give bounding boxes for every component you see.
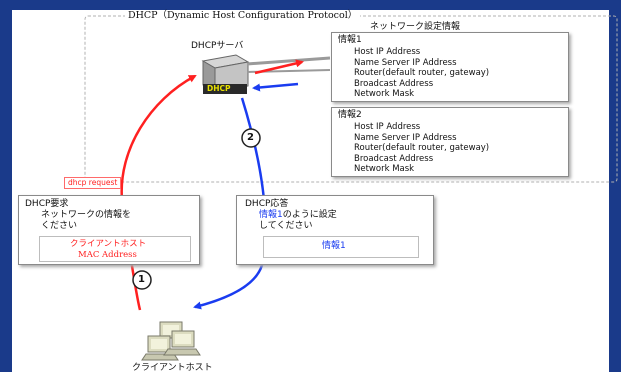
request-inner-box: クライアントホスト MAC Address (39, 236, 191, 262)
network-info-label: ネットワーク設定情報 (370, 22, 461, 32)
step-1-circle (132, 270, 152, 290)
server-info-link-top (246, 56, 331, 66)
response-body-line1: 情報1のように設定 (259, 211, 337, 220)
server-red-arrow (254, 59, 304, 75)
server-tag: DHCP (207, 84, 231, 93)
response-box: DHCP応答 情報1のように設定 してください 情報1 (236, 195, 434, 265)
response-body-line2: してください (259, 221, 313, 231)
request-body-line1: ネットワークの情報を (41, 210, 132, 220)
info2-line: Name Server IP Address (354, 132, 457, 143)
request-tag: dhcp request (64, 177, 122, 189)
dhcp-title: DHCP（Dynamic Host Configuration Protocol… (125, 11, 361, 21)
info1-line: Broadcast Address (354, 78, 434, 89)
info1-line: Router(default router, gateway) (354, 68, 490, 78)
response-title: DHCP応答 (245, 199, 289, 209)
request-arrow (120, 74, 197, 311)
response-body-line1-rest: のように設定 (282, 210, 337, 220)
request-inner-line2: MAC Address (78, 250, 137, 260)
info2-line: Network Mask (354, 164, 415, 174)
client-host-label: クライアントホスト (132, 363, 213, 373)
request-title: DHCP要求 (25, 199, 69, 209)
request-inner-line1: クライアントホスト (70, 239, 147, 249)
step-2-circle (241, 128, 261, 148)
info1-title: 情報1 (338, 35, 362, 45)
step-1-label: 1 (138, 274, 145, 285)
server-tag-bg (203, 84, 247, 94)
request-box: DHCP要求 ネットワークの情報を ください クライアントホスト MAC Add… (18, 195, 200, 265)
response-info-ref: 情報1 (259, 210, 283, 220)
info2-line: Router(default router, gateway) (354, 143, 490, 153)
info1-box: 情報1 Host IP Address Name Server IP Addre… (331, 32, 569, 102)
info2-box: 情報2 Host IP Address Name Server IP Addre… (331, 107, 569, 177)
info1-line: Network Mask (354, 89, 415, 99)
server-blue-arrow (252, 82, 299, 92)
response-inner-box: 情報1 (263, 236, 419, 258)
request-body-line2: ください (41, 221, 78, 231)
info1-list: Host IP Address Name Server IP Address R… (354, 47, 489, 100)
client-hosts-icon (141, 321, 201, 361)
info2-line: Broadcast Address (354, 153, 434, 164)
response-inner-label: 情報1 (322, 241, 346, 251)
info1-line: Name Server IP Address (354, 57, 457, 68)
info2-line: Host IP Address (354, 122, 421, 132)
server-label: DHCPサーバ (191, 41, 244, 51)
step-2-label: 2 (247, 132, 254, 143)
info1-line: Host IP Address (354, 47, 421, 57)
info2-title: 情報2 (338, 110, 362, 120)
info2-list: Host IP Address Name Server IP Address R… (354, 122, 489, 175)
